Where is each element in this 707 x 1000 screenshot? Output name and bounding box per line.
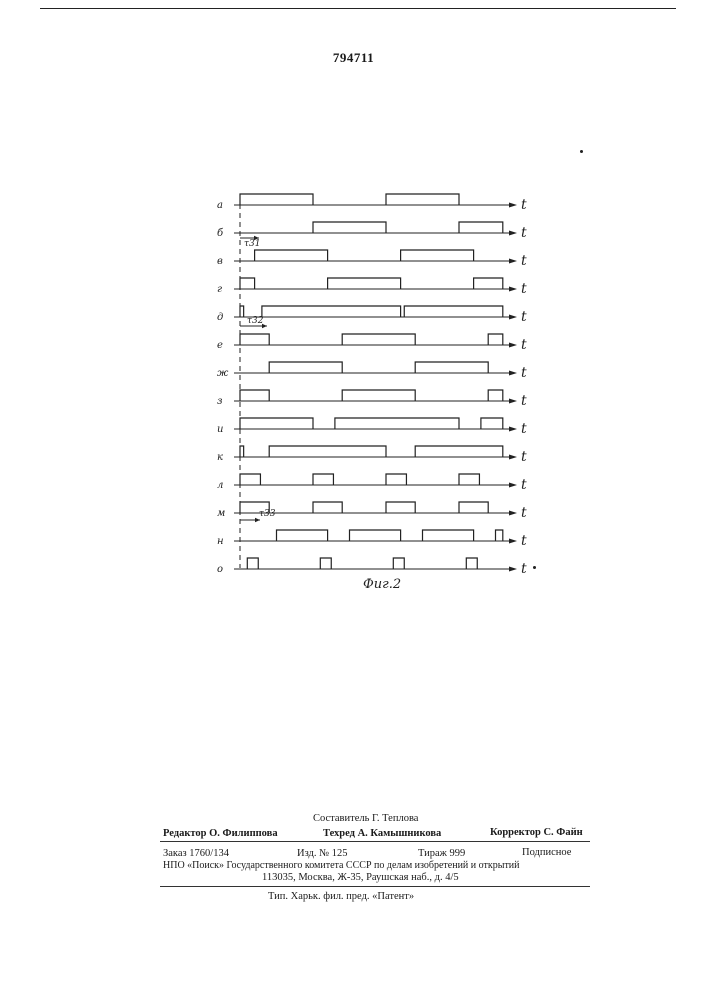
signal-waveform-12 (277, 530, 503, 541)
tau32-label: τ32 (247, 316, 264, 326)
signal-label-1: б (217, 228, 224, 239)
axis-arrowhead-12 (509, 539, 517, 544)
time-axis-label-5: t (521, 337, 527, 353)
time-axis-label-4: t (521, 309, 527, 325)
signal-label-4: д (217, 312, 223, 323)
signal-label-3: г (217, 284, 222, 295)
signal-label-5: е (217, 340, 223, 351)
signal-waveform-6 (269, 362, 488, 373)
time-axis-label-10: t (521, 477, 527, 493)
tau31-label: τ31 (244, 239, 260, 249)
axis-arrowhead-4 (509, 315, 517, 320)
diagram-overlay: τ31 τ32 τ33 Фиг.2 (240, 195, 401, 592)
time-axis-label-8: t (521, 421, 527, 437)
printer-line: Тип. Харьк. фил. пред. «Патент» (268, 890, 414, 903)
subscription: Подписное (522, 846, 571, 859)
signal-waveform-1 (313, 222, 503, 233)
time-axis-label-0: t (521, 197, 527, 213)
signal-label-2: в (217, 256, 223, 267)
compiler-line: Составитель Г. Теплова (313, 812, 418, 825)
signal-waveform-2 (255, 250, 474, 261)
time-axis-label-2: t (521, 253, 527, 269)
signal-label-9: к (217, 452, 223, 463)
time-axis-label-13: t (521, 561, 527, 577)
axis-arrowhead-3 (509, 287, 517, 292)
signal-waveform-0 (240, 194, 459, 205)
time-axis-label-6: t (521, 365, 527, 381)
axis-arrowhead-10 (509, 483, 517, 488)
signal-waveform-5 (240, 334, 503, 345)
editor-line: Редактор О. Филиппова (163, 827, 278, 840)
time-axis-label-1: t (521, 225, 527, 241)
signals-group: а t б t в t г t д t е t ж t з t и t к t л t м t н t о t (217, 194, 527, 577)
axis-arrowhead-6 (509, 371, 517, 376)
signal-label-6: ж (217, 368, 229, 379)
signal-waveform-13 (247, 558, 477, 569)
signal-waveform-9 (240, 446, 503, 457)
time-axis-label-3: t (521, 281, 527, 297)
figure-caption: Фиг.2 (363, 577, 401, 592)
address-line: 113035, Москва, Ж-35, Раушская наб., д. … (262, 871, 459, 884)
signal-label-7: з (217, 396, 222, 407)
signal-label-11: м (217, 508, 225, 519)
signal-label-8: и (217, 424, 223, 435)
axis-arrowhead-5 (509, 343, 517, 348)
time-axis-label-9: t (521, 449, 527, 465)
techred-line: Техред А. Камышникова (323, 827, 441, 840)
signal-label-13: о (217, 564, 223, 575)
signal-waveform-11 (240, 502, 488, 513)
axis-arrowhead-9 (509, 455, 517, 460)
imprint-divider (160, 841, 590, 842)
axis-arrowhead-0 (509, 203, 517, 208)
signal-waveform-10 (240, 474, 479, 485)
time-axis-label-7: t (521, 393, 527, 409)
axis-arrowhead-13 (509, 567, 517, 572)
signal-label-12: н (217, 536, 224, 547)
imprint-divider-bottom (160, 886, 590, 887)
signal-waveform-3 (240, 278, 503, 289)
axis-arrowhead-7 (509, 399, 517, 404)
axis-arrowhead-8 (509, 427, 517, 432)
axis-arrowhead-11 (509, 511, 517, 516)
axis-arrowhead-2 (509, 259, 517, 264)
signal-label-0: а (217, 200, 223, 211)
tau33-label: τ33 (259, 509, 276, 519)
signal-waveform-7 (240, 390, 503, 401)
axis-arrowhead-1 (509, 231, 517, 236)
time-axis-label-11: t (521, 505, 527, 521)
time-axis-label-12: t (521, 533, 527, 549)
corrector-line: Корректор С. Файн (490, 826, 583, 839)
signal-waveform-4 (240, 306, 503, 317)
signal-label-10: л (217, 480, 223, 491)
signal-waveform-8 (240, 418, 503, 429)
timing-diagram: а t б t в t г t д t е t ж t з t и t к t л t м t н t о t τ31 τ32 τ33… (0, 0, 707, 600)
